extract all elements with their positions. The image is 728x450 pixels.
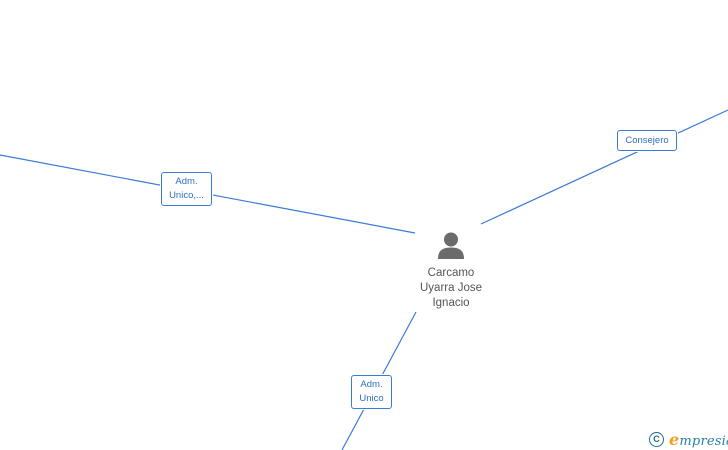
relation-label-line: Adm. [360, 379, 383, 390]
relation-label-line: Consejero [625, 135, 669, 146]
copyright-icon: C [649, 431, 664, 447]
person-name-line: Uyarra Jose [420, 282, 482, 294]
relation-label-line: Unico,... [169, 190, 204, 201]
relation-label-line: Adm. [175, 176, 198, 187]
person-node[interactable]: Carcamo Uyarra Jose Ignacio [399, 230, 503, 311]
relation-label-adm-unico-ellipsis[interactable]: Adm. Unico,... [161, 172, 212, 206]
brand-logo: empresia [669, 430, 728, 449]
person-name-line: Ignacio [432, 297, 470, 309]
edge-to-right-company [480, 109, 728, 225]
relation-label-line: Unico [359, 393, 384, 404]
person-name-line: Carcamo [427, 267, 475, 279]
relation-label-consejero[interactable]: Consejero [617, 130, 677, 151]
person-icon [438, 232, 464, 259]
relation-label-adm-unico[interactable]: Adm. Unico [351, 375, 392, 409]
empresia-watermark: C empresia [649, 428, 728, 450]
person-name: Carcamo Uyarra Jose Ignacio [399, 266, 503, 311]
brand-initial: e [669, 429, 680, 449]
brand-rest: mpresia [679, 433, 728, 449]
